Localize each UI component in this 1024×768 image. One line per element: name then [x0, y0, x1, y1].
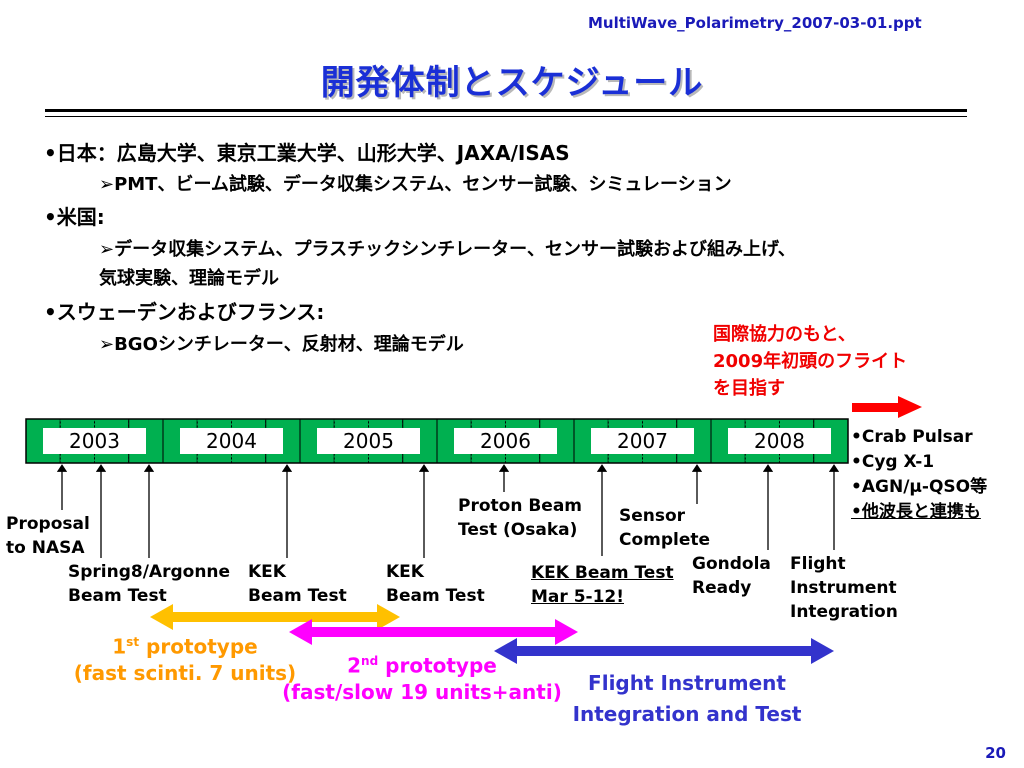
- prototype-1-label: 1st prototype (fast scinti. 7 units): [73, 634, 297, 685]
- targets-list: •Crab Pulsar •Cyg X-1 •AGN/μ-QSO等 •他波長と連…: [851, 425, 987, 525]
- target-cyg: •Cyg X-1: [851, 452, 935, 472]
- year-label-2004: 2004: [180, 428, 283, 454]
- flight-note-line-2: 2009年初頭のフライト: [713, 351, 908, 372]
- target-agn: •AGN/μ-QSO等: [851, 477, 988, 497]
- file-name: MultiWave_Polarimetry_2007-03-01.ppt: [588, 14, 922, 32]
- target-crab: •Crab Pulsar: [851, 427, 973, 447]
- prototype-2-arrow: [289, 619, 578, 645]
- milestone-pointers: [56, 464, 840, 558]
- prototype-2-label: 2nd prototype (fast/slow 19 units+anti): [282, 653, 562, 704]
- prototype-1-arrow: [150, 604, 400, 630]
- bullet-sweden-france-sub: ➢BGOシンチレーター、反射材、理論モデル: [99, 334, 464, 355]
- bullet-usa-sub-1: ➢データ収集システム、プラスチックシンチレーター、センサー試験および組み上げ、: [99, 239, 796, 260]
- year-label-2008: 2008: [728, 428, 831, 454]
- bullet-usa-sub-2: 気球実験、理論モデル: [99, 268, 279, 289]
- red-flight-arrow: [852, 396, 922, 418]
- page-number: 20: [985, 744, 1006, 762]
- bullet-japan-sub: ➢PMT、ビーム試験、データ収集システム、センサー試験、シミュレーション: [99, 174, 732, 195]
- slide-title: 開発体制とスケジュール: [320, 63, 704, 103]
- year-label-2003: 2003: [43, 428, 146, 454]
- year-label-2005: 2005: [317, 428, 420, 454]
- timeline-outline: [25, 418, 849, 464]
- timeline-bar: [25, 418, 849, 464]
- title-divider: [45, 109, 967, 117]
- year-label-2007: 2007: [591, 428, 694, 454]
- bullet-japan: •日本：広島大学、東京工業大学、山形大学、JAXA/ISAS: [44, 141, 570, 165]
- bullet-sweden-france: •スウェーデンおよびフランス:: [44, 300, 325, 324]
- flight-note-line-1: 国際協力のもと、: [713, 324, 856, 345]
- year-label-2006: 2006: [454, 428, 557, 454]
- bullet-usa: •米国:: [44, 205, 105, 229]
- flight-instrument-label: Flight Instrument Integration and Test: [572, 671, 802, 726]
- flight-note: 国際協力のもと、 2009年初頭のフライト を目指す: [713, 321, 907, 402]
- target-multiwave: •他波長と連携も: [851, 502, 981, 522]
- flight-instrument-arrow: [494, 638, 834, 664]
- flight-note-line-3: を目指す: [713, 378, 785, 399]
